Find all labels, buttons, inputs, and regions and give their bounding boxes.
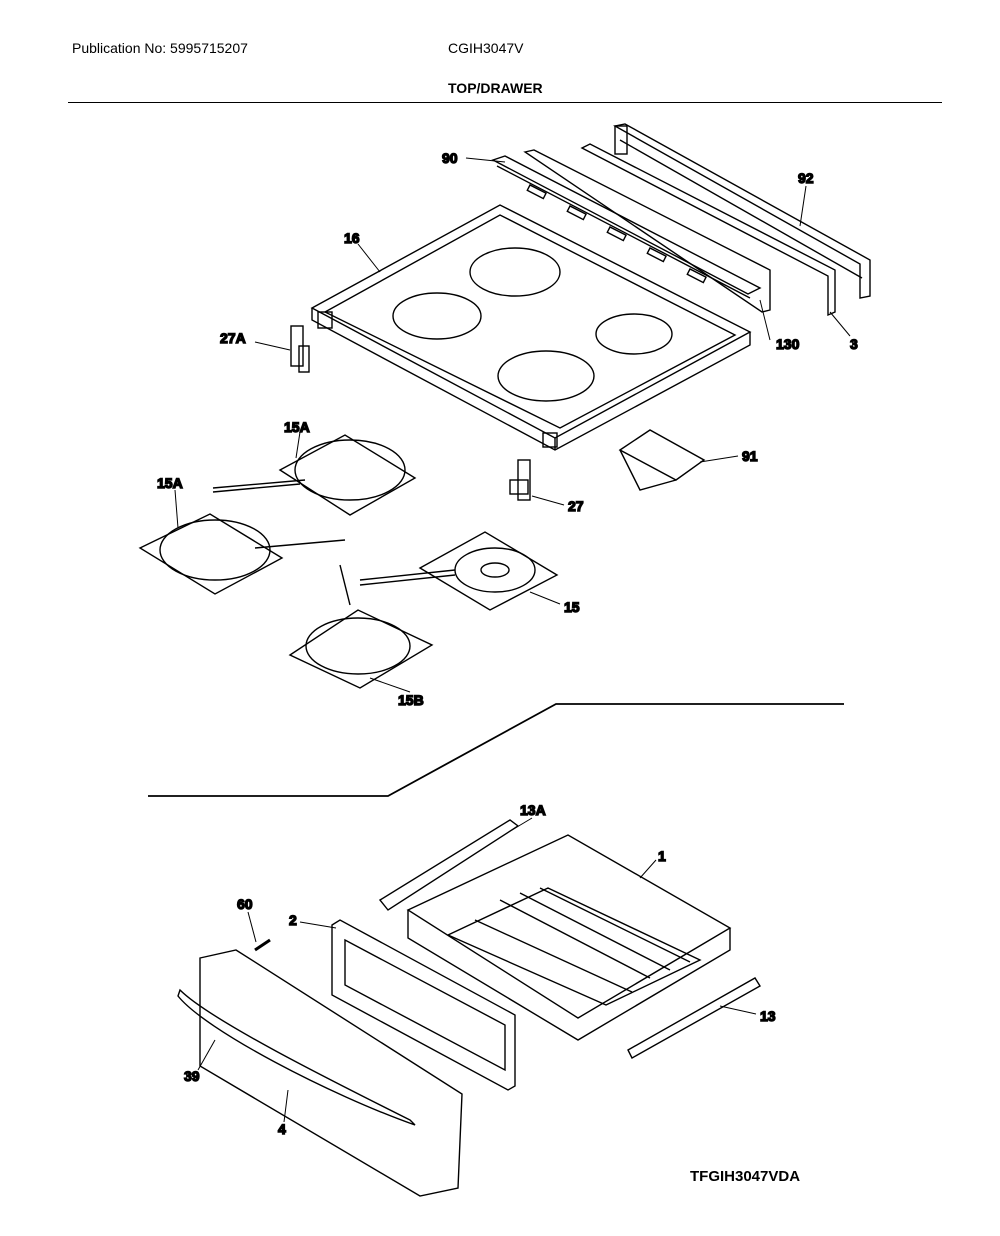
screw-part-60 bbox=[254, 938, 271, 952]
part-label-15A-upper: 15A bbox=[284, 419, 310, 435]
drawer-front-part bbox=[177, 949, 463, 1197]
radiant-element-15A-left bbox=[138, 513, 346, 595]
part-label-15B: 15B bbox=[398, 692, 424, 708]
drawer-inner-panel-part bbox=[331, 919, 516, 1091]
rear-bracket-parts bbox=[523, 123, 871, 317]
part-label-15A-left: 15A bbox=[157, 475, 183, 491]
part-label-1: 1 bbox=[658, 848, 666, 864]
part-label-27A: 27A bbox=[220, 330, 246, 346]
part-label-4: 4 bbox=[278, 1121, 286, 1137]
part-label-90: 90 bbox=[442, 150, 458, 166]
part-label-13A: 13A bbox=[520, 802, 546, 818]
publication-number: Publication No: 5995715207 bbox=[72, 40, 248, 56]
part-label-16: 16 bbox=[344, 230, 360, 246]
leader-lines bbox=[174, 157, 851, 1123]
drawer-body-part bbox=[406, 834, 732, 1041]
page-title: TOP/DRAWER bbox=[448, 80, 543, 96]
side-bracket-part bbox=[290, 325, 531, 501]
model-number: CGIH3047V bbox=[448, 40, 524, 56]
part-label-3: 3 bbox=[850, 336, 858, 352]
radiant-element-15A-upper bbox=[212, 434, 417, 516]
diagram-code: TFGIH3047VDA bbox=[690, 1168, 801, 1185]
part-label-39: 39 bbox=[184, 1068, 200, 1084]
part-label-15: 15 bbox=[564, 599, 580, 615]
drawer-slide-13 bbox=[627, 977, 761, 1059]
part-label-27: 27 bbox=[568, 498, 584, 514]
cooktop-glass-part bbox=[310, 204, 752, 451]
part-label-92: 92 bbox=[798, 170, 814, 186]
radiant-element-15 bbox=[359, 531, 559, 611]
control-shelf-part bbox=[618, 429, 706, 491]
header-divider bbox=[68, 102, 942, 103]
rear-vent-trim-part bbox=[491, 155, 762, 299]
part-label-91: 91 bbox=[742, 448, 758, 464]
radiant-element-15B bbox=[288, 564, 434, 689]
part-label-2: 2 bbox=[289, 912, 297, 928]
part-label-130: 130 bbox=[776, 336, 800, 352]
section-divider-line bbox=[148, 703, 844, 797]
part-label-60: 60 bbox=[237, 896, 253, 912]
part-label-13: 13 bbox=[760, 1008, 776, 1024]
